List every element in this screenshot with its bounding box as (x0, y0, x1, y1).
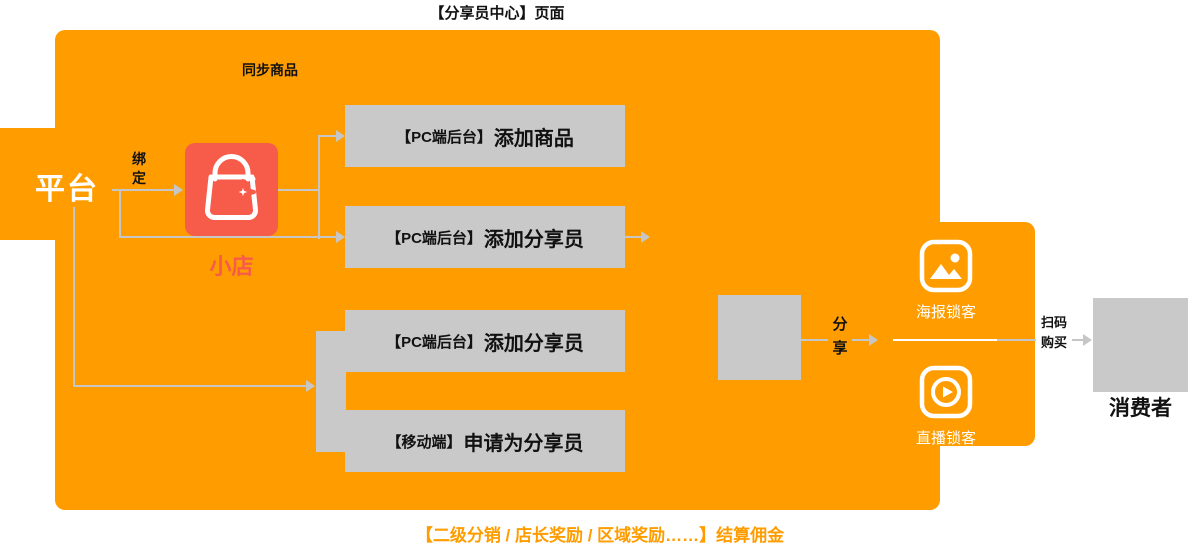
platform-panel-extension (0, 128, 62, 240)
consumer-label: 消费者 (1109, 397, 1172, 420)
arrowhead-icon (869, 334, 878, 346)
commission-caption: 【二级分销 / 店长奖励 / 区域奖励……】结算佣金 (415, 526, 785, 545)
step-box-add-product: 【PC端后台】添加商品 (345, 105, 625, 167)
consumer-image-placeholder (1093, 298, 1188, 392)
arrowhead-icon (641, 231, 650, 243)
edge-shop-to-junction (278, 189, 320, 191)
share-edge-label: 分享 (828, 313, 852, 361)
sync-products-label: 同步商品 (242, 62, 298, 78)
step-action: 添加分享员 (483, 228, 584, 251)
arrowhead-icon (336, 231, 345, 243)
step-box-apply-sharer-mobile: 【移动端】申请为分享员 (345, 410, 625, 472)
edge-platform-drop (119, 190, 121, 238)
edge-add-sharer-out (625, 236, 643, 238)
edge-platform-to-shop (112, 189, 174, 191)
edge-to-bracket (73, 385, 307, 387)
sharer-image-placeholder (718, 295, 801, 380)
poster-lock-label: 海报锁客 (915, 304, 976, 321)
arrowhead-icon (1083, 334, 1092, 346)
live-play-icon (919, 365, 973, 419)
scan-buy-edge-label: 扫码购买 (1036, 311, 1072, 355)
edge-platform-down (73, 207, 75, 387)
step-action: 添加分享员 (483, 332, 584, 355)
step-prefix: 【移动端】 (386, 433, 462, 451)
platform-label: 平台 (35, 173, 99, 206)
shop-tile (185, 143, 278, 236)
arrowhead-icon (306, 380, 315, 392)
channel-divider-line (893, 339, 997, 341)
arrowhead-icon (336, 130, 345, 142)
steps-bracket (316, 331, 346, 452)
edge-to-add-product (318, 135, 336, 137)
step-action: 添加商品 (493, 127, 574, 150)
bind-edge-label: 绑定 (132, 151, 146, 186)
step-box-add-sharer-pc2: 【PC端后台】添加分享员 (345, 310, 625, 372)
arrowhead-icon (174, 184, 183, 196)
live-lock-label: 直播锁客 (915, 430, 976, 447)
shop-bag-sparkle-icon (205, 154, 258, 221)
step-prefix: 【PC端后台】 (396, 128, 492, 146)
edge-to-add-sharer (119, 236, 336, 238)
shop-label: 小店 (209, 254, 254, 279)
edge-junction-vertical (318, 135, 320, 239)
step-prefix: 【PC端后台】 (386, 229, 482, 247)
poster-image-icon (919, 239, 973, 293)
step-action: 申请为分享员 (463, 432, 584, 455)
page-title: 【分享员中心】页面 (429, 5, 565, 22)
step-prefix: 【PC端后台】 (386, 333, 482, 351)
step-box-add-sharer-pc: 【PC端后台】添加分享员 (345, 206, 625, 268)
